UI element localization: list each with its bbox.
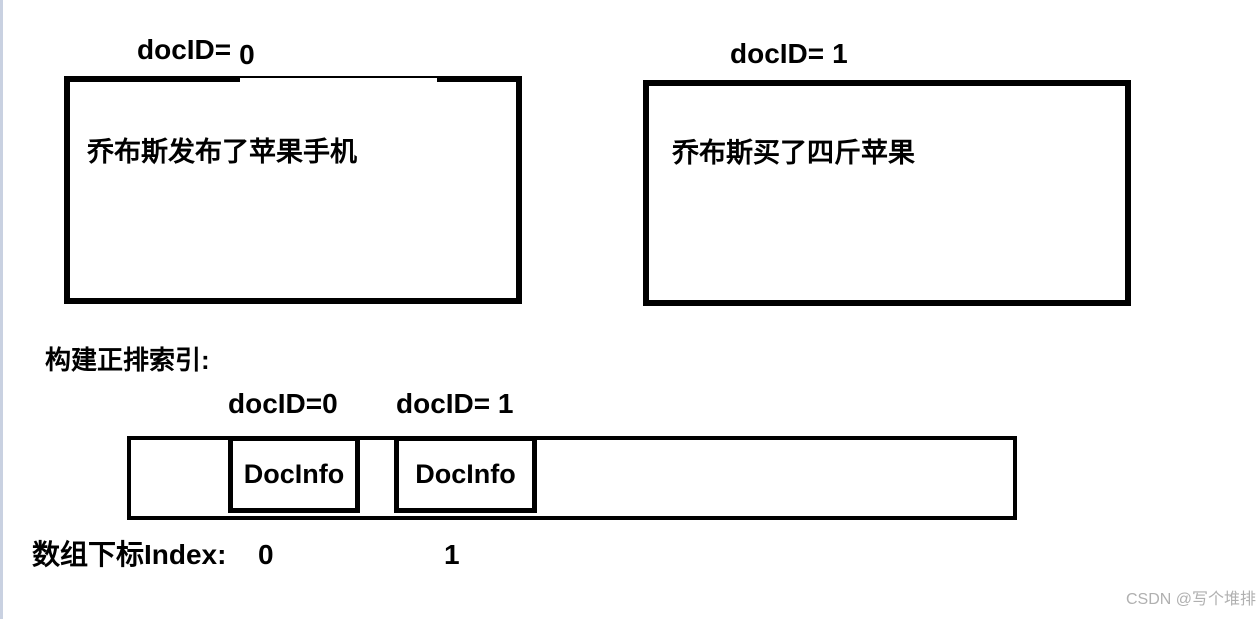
doc0-box-border-notch <box>240 78 437 82</box>
doc1-box: 乔布斯买了四斤苹果 <box>643 80 1131 306</box>
doc0-id-label: docID=0 <box>137 34 255 69</box>
slot-label-0: docID=0 <box>228 388 338 419</box>
doc0-id-prefix: docID= <box>137 34 232 65</box>
section-title: 构建正排索引: <box>45 345 210 375</box>
array-cell-1-label: DocInfo <box>415 459 516 489</box>
doc1-id-label: docID=1 <box>730 40 848 68</box>
watermark: CSDN @写个堆排 <box>1125 591 1256 608</box>
doc1-id-value: 1 <box>832 38 848 69</box>
doc0-content: 乔布斯发布了苹果手机 <box>87 137 357 167</box>
array-cell-0-label: DocInfo <box>243 459 345 489</box>
array-cell-0: DocInfo <box>228 436 360 513</box>
left-edge-stripe <box>0 0 3 619</box>
index-value-1: 1 <box>444 539 460 570</box>
doc1-content: 乔布斯买了四斤苹果 <box>672 138 915 168</box>
doc1-id-prefix: docID= <box>730 38 825 69</box>
doc0-id-value: 0 <box>239 39 255 70</box>
array-cell-1: DocInfo <box>394 436 537 513</box>
slot-label-1: docID= 1 <box>396 388 514 419</box>
index-value-0: 0 <box>258 539 274 570</box>
index-caption: 数组下标Index: <box>32 539 227 570</box>
doc0-box: 乔布斯发布了苹果手机 <box>64 76 522 304</box>
